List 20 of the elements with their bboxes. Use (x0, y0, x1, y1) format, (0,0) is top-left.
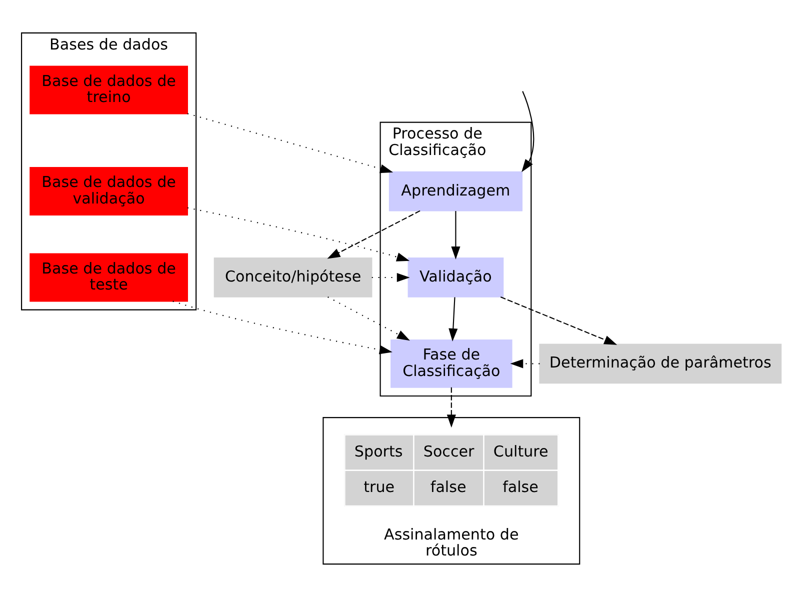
arrow (187, 112, 394, 173)
arrow (522, 90, 534, 172)
arrow (328, 296, 410, 340)
arrow (372, 272, 410, 282)
node-box: Base de dados de teste (30, 252, 188, 302)
arrow (451, 210, 460, 259)
arrow (187, 206, 410, 261)
node-box: Conceito/hipótese (214, 257, 372, 297)
arrow (446, 386, 456, 428)
node-box: Aprendizagem (388, 170, 523, 211)
node-box: Base de dados de treino (30, 65, 188, 114)
arrow (172, 300, 392, 354)
node-box: Determinação de parâmetros (539, 343, 782, 384)
node-box: Validação (408, 257, 504, 297)
node-box: Base de dados de validação (30, 166, 188, 216)
arrow (327, 210, 420, 258)
arrow (448, 296, 458, 341)
arrow (500, 296, 618, 344)
node-box: Fase de Classificação (390, 338, 512, 388)
arrow (510, 358, 540, 368)
